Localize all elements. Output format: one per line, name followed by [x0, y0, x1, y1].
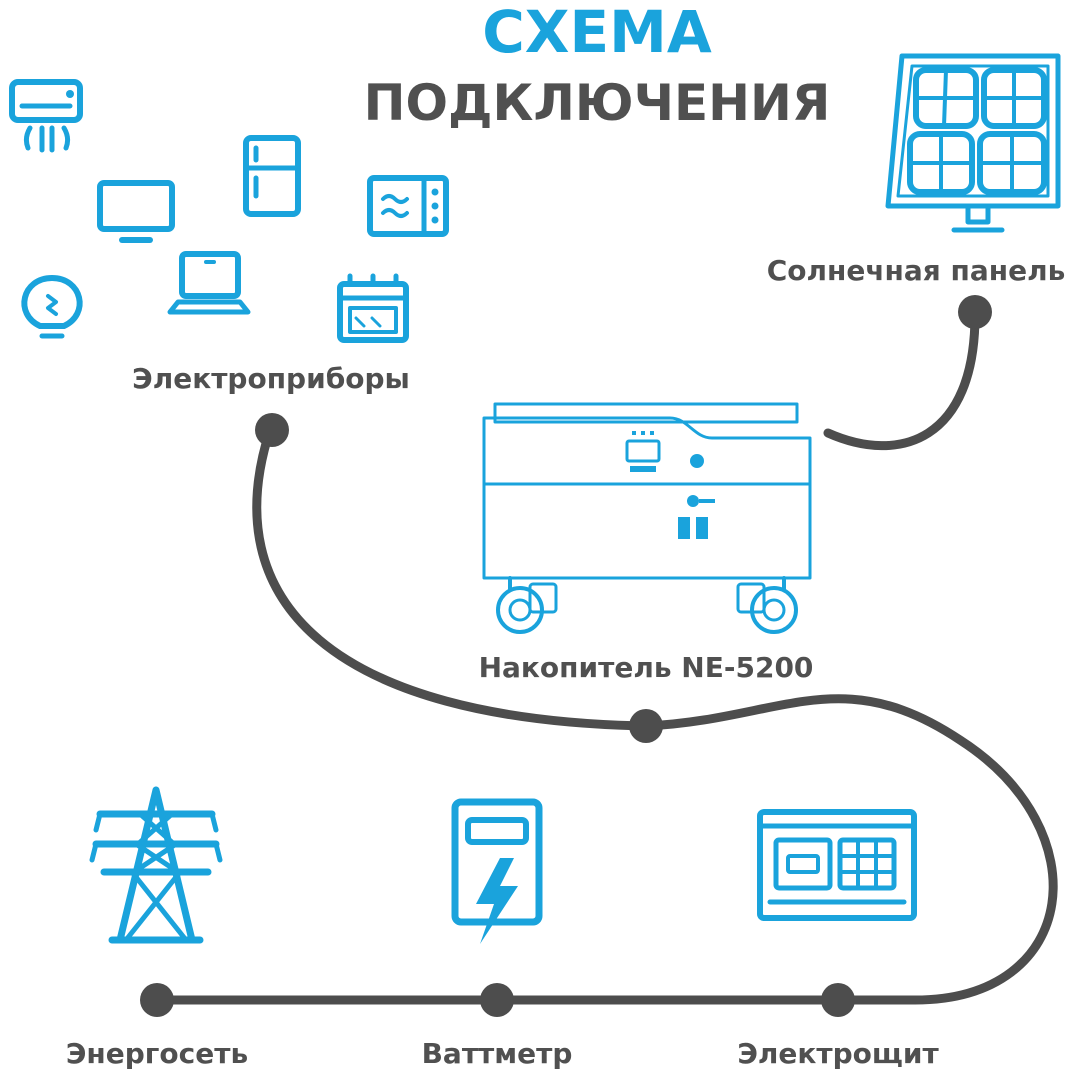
wire-junction-to-switchboard — [641, 694, 1058, 1005]
wattmeter-icon — [451, 798, 543, 944]
wattmeter-label: Ваттметр — [422, 1037, 573, 1070]
title-line-2: ПОДКЛЮЧЕНИЯ — [364, 74, 831, 132]
air-conditioner-icon — [9, 79, 83, 153]
storage-label: Накопитель NE-5200 — [479, 651, 814, 684]
appliances-connection-dot — [255, 413, 289, 447]
storage-connection-dot — [629, 709, 663, 743]
connection-dots — [140, 295, 992, 1017]
battery-storage-icon — [482, 402, 812, 634]
switchboard-connection-dot — [821, 983, 855, 1017]
title-line-1: СХЕМА — [482, 0, 712, 66]
light-bulb-icon — [21, 275, 83, 339]
switchboard-label: Электрощит — [737, 1037, 939, 1070]
fridge-icon — [243, 135, 301, 217]
laptop-icon — [167, 251, 251, 315]
solar-panel-label: Солнечная панель — [767, 254, 1066, 287]
stove-icon — [337, 273, 409, 343]
wattmeter-connection-dot — [480, 983, 514, 1017]
appliances-group — [9, 79, 449, 343]
appliances-label: Электроприборы — [132, 362, 410, 395]
grid-label: Энергосеть — [66, 1037, 248, 1070]
microwave-icon — [367, 175, 449, 237]
wire-appliances-to-junction — [252, 425, 651, 731]
solar-panel-icon — [885, 53, 1061, 233]
solar-connection-dot — [958, 295, 992, 329]
grid-connection-dot — [140, 983, 174, 1017]
switchboard-icon — [757, 809, 917, 921]
wire-solar-to-storage — [823, 310, 980, 451]
power-tower-icon — [89, 786, 223, 944]
tv-icon — [97, 180, 175, 243]
